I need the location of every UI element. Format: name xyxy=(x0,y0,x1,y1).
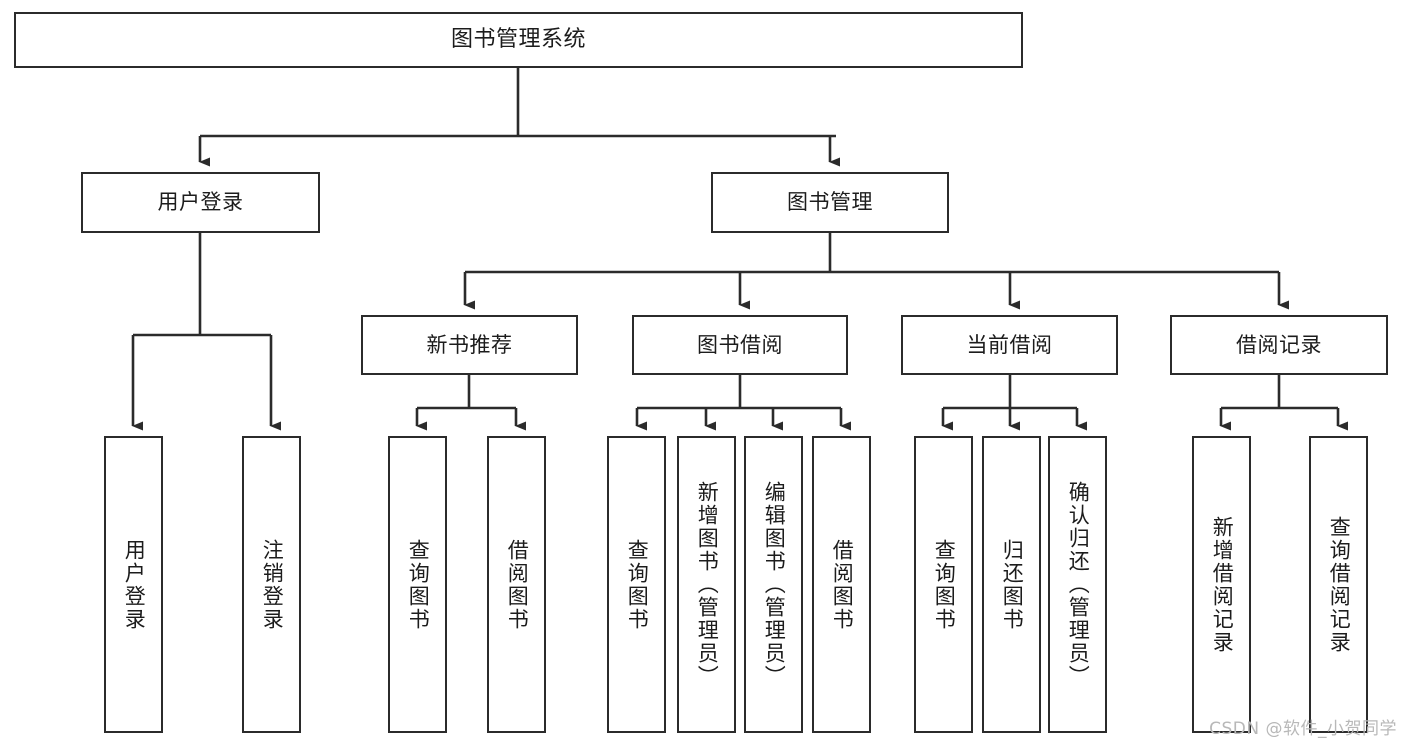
node-user-login[interactable]: 用户登录 xyxy=(81,172,320,233)
node-label: 归还图书 xyxy=(1000,538,1025,631)
node-root-system[interactable]: 图书管理系统 xyxy=(14,12,1023,68)
leaf-query-book-current[interactable]: 查询图书 xyxy=(914,436,973,733)
leaf-query-borrow-record[interactable]: 查询借阅记录 xyxy=(1309,436,1368,733)
node-label: 查询图书 xyxy=(932,538,957,631)
node-new-book-recommend[interactable]: 新书推荐 xyxy=(361,315,578,375)
leaf-user-login[interactable]: 用户登录 xyxy=(104,436,163,733)
node-label: 图书管理 xyxy=(787,190,873,215)
node-label: 确认归还（管理员） xyxy=(1066,481,1091,688)
node-label: 借阅图书 xyxy=(505,538,530,631)
node-label: 查询借阅记录 xyxy=(1327,515,1352,654)
node-label: 借阅记录 xyxy=(1236,332,1322,357)
node-label: 用户登录 xyxy=(157,190,244,215)
leaf-borrow-book[interactable]: 借阅图书 xyxy=(812,436,871,733)
leaf-confirm-return-admin[interactable]: 确认归还（管理员） xyxy=(1048,436,1107,733)
leaf-query-book-borrow[interactable]: 查询图书 xyxy=(607,436,666,733)
node-label: 新增借阅记录 xyxy=(1210,515,1235,654)
node-label: 图书管理系统 xyxy=(450,27,586,53)
leaf-logout[interactable]: 注销登录 xyxy=(242,436,301,733)
node-label: 新增图书（管理员） xyxy=(695,481,720,688)
node-label: 新书推荐 xyxy=(426,332,513,357)
node-book-borrow[interactable]: 图书借阅 xyxy=(632,315,848,375)
node-book-management[interactable]: 图书管理 xyxy=(711,172,949,233)
node-label: 用户登录 xyxy=(122,538,147,631)
leaf-borrow-book-recommend[interactable]: 借阅图书 xyxy=(487,436,546,733)
node-label: 查询图书 xyxy=(625,538,650,631)
watermark-text: CSDN @软件_小贺同学 xyxy=(1209,719,1397,739)
leaf-query-book-recommend[interactable]: 查询图书 xyxy=(388,436,447,733)
leaf-add-book-admin[interactable]: 新增图书（管理员） xyxy=(677,436,736,733)
node-label: 注销登录 xyxy=(260,538,285,631)
node-current-borrow[interactable]: 当前借阅 xyxy=(901,315,1118,375)
leaf-return-book[interactable]: 归还图书 xyxy=(982,436,1041,733)
node-label: 图书借阅 xyxy=(697,332,783,357)
node-borrow-records[interactable]: 借阅记录 xyxy=(1170,315,1388,375)
node-label: 编辑图书（管理员） xyxy=(762,481,787,688)
node-label: 当前借阅 xyxy=(966,332,1053,357)
leaf-edit-book-admin[interactable]: 编辑图书（管理员） xyxy=(744,436,803,733)
node-label: 查询图书 xyxy=(406,538,431,631)
node-label: 借阅图书 xyxy=(830,538,855,631)
leaf-add-borrow-record[interactable]: 新增借阅记录 xyxy=(1192,436,1251,733)
